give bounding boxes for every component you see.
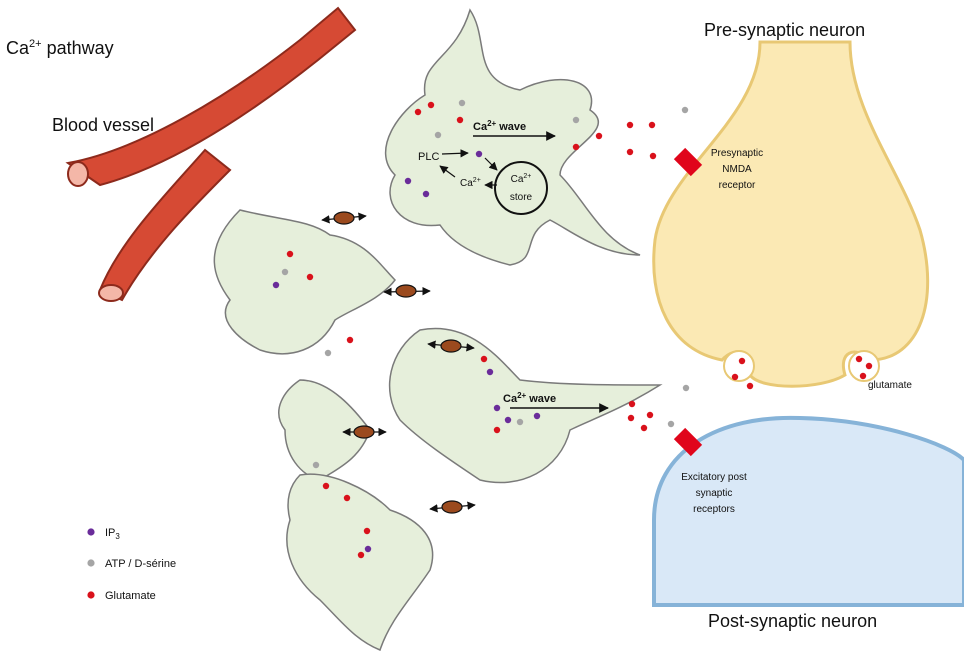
gap-junction: [342, 425, 387, 439]
post-receptor-label-line3: receptors: [693, 504, 735, 515]
post-synaptic-neuron: [652, 415, 964, 607]
astrocyte-bottom: [286, 473, 434, 651]
gap-junction: [427, 339, 475, 353]
vesicle-release-site-left: [723, 350, 755, 382]
legend: IP3 ATP / D-sérine Glutamate: [87, 527, 176, 602]
legend-swatch-glutamate: [87, 591, 95, 599]
ca-store-label: Ca2+: [511, 173, 532, 185]
ca-wave-label-middle: Ca2+ wave: [503, 391, 556, 405]
gap-junction: [429, 500, 476, 514]
ca-release-label: Ca2+: [460, 177, 481, 189]
plc-label: PLC: [418, 151, 439, 163]
ca-to-plc-arrow: [439, 165, 456, 178]
blood-vessel-label: Blood vessel: [52, 115, 154, 135]
pre-synaptic-neuron: [652, 40, 930, 388]
gap-junction: [383, 284, 431, 298]
presynaptic-receptor-label-line2: NMDA: [722, 164, 752, 175]
legend-label-ip3: IP3: [105, 527, 120, 541]
legend-swatch-ip3: [87, 528, 95, 536]
astrocyte-top: [384, 8, 641, 266]
molecule-atp-dserine: [281, 99, 690, 469]
post-receptor-label-line1: Excitatory post: [681, 472, 747, 483]
presynaptic-nmda-receptor: [673, 147, 703, 177]
blood-vessel: [65, 6, 357, 302]
plc-arrow: [441, 149, 469, 158]
ca-store-compartment: [494, 161, 548, 215]
legend-swatch-atp-dserine: [87, 559, 95, 567]
astrocyte-left: [213, 209, 396, 355]
ca-wave-label-top: Ca2+ wave: [473, 119, 526, 133]
store-label: store: [510, 192, 533, 203]
pre-synaptic-neuron-label: Pre-synaptic neuron: [704, 20, 865, 40]
molecule-ip3: [272, 150, 541, 553]
presynaptic-receptor-label-line1: Presynaptic: [711, 148, 763, 159]
legend-label-atp-dserine: ATP / D-sérine: [105, 558, 176, 570]
gap-junction: [321, 211, 367, 225]
presynaptic-receptor-label-line3: receptor: [719, 180, 756, 191]
post-synaptic-neuron-label: Post-synaptic neuron: [708, 611, 877, 631]
astrocyte-middle: [388, 327, 663, 484]
legend-label-glutamate: Glutamate: [105, 590, 156, 602]
ip3-arrow: [484, 157, 498, 171]
title: Ca2+ pathway: [6, 38, 114, 58]
astrocyte-network: [213, 8, 663, 651]
excitatory-postsynaptic-receptor: [673, 427, 703, 457]
molecule-glutamate: [286, 101, 873, 559]
post-receptor-label-line2: synaptic: [696, 488, 733, 499]
glutamate-release-label: glutamate: [868, 380, 912, 391]
